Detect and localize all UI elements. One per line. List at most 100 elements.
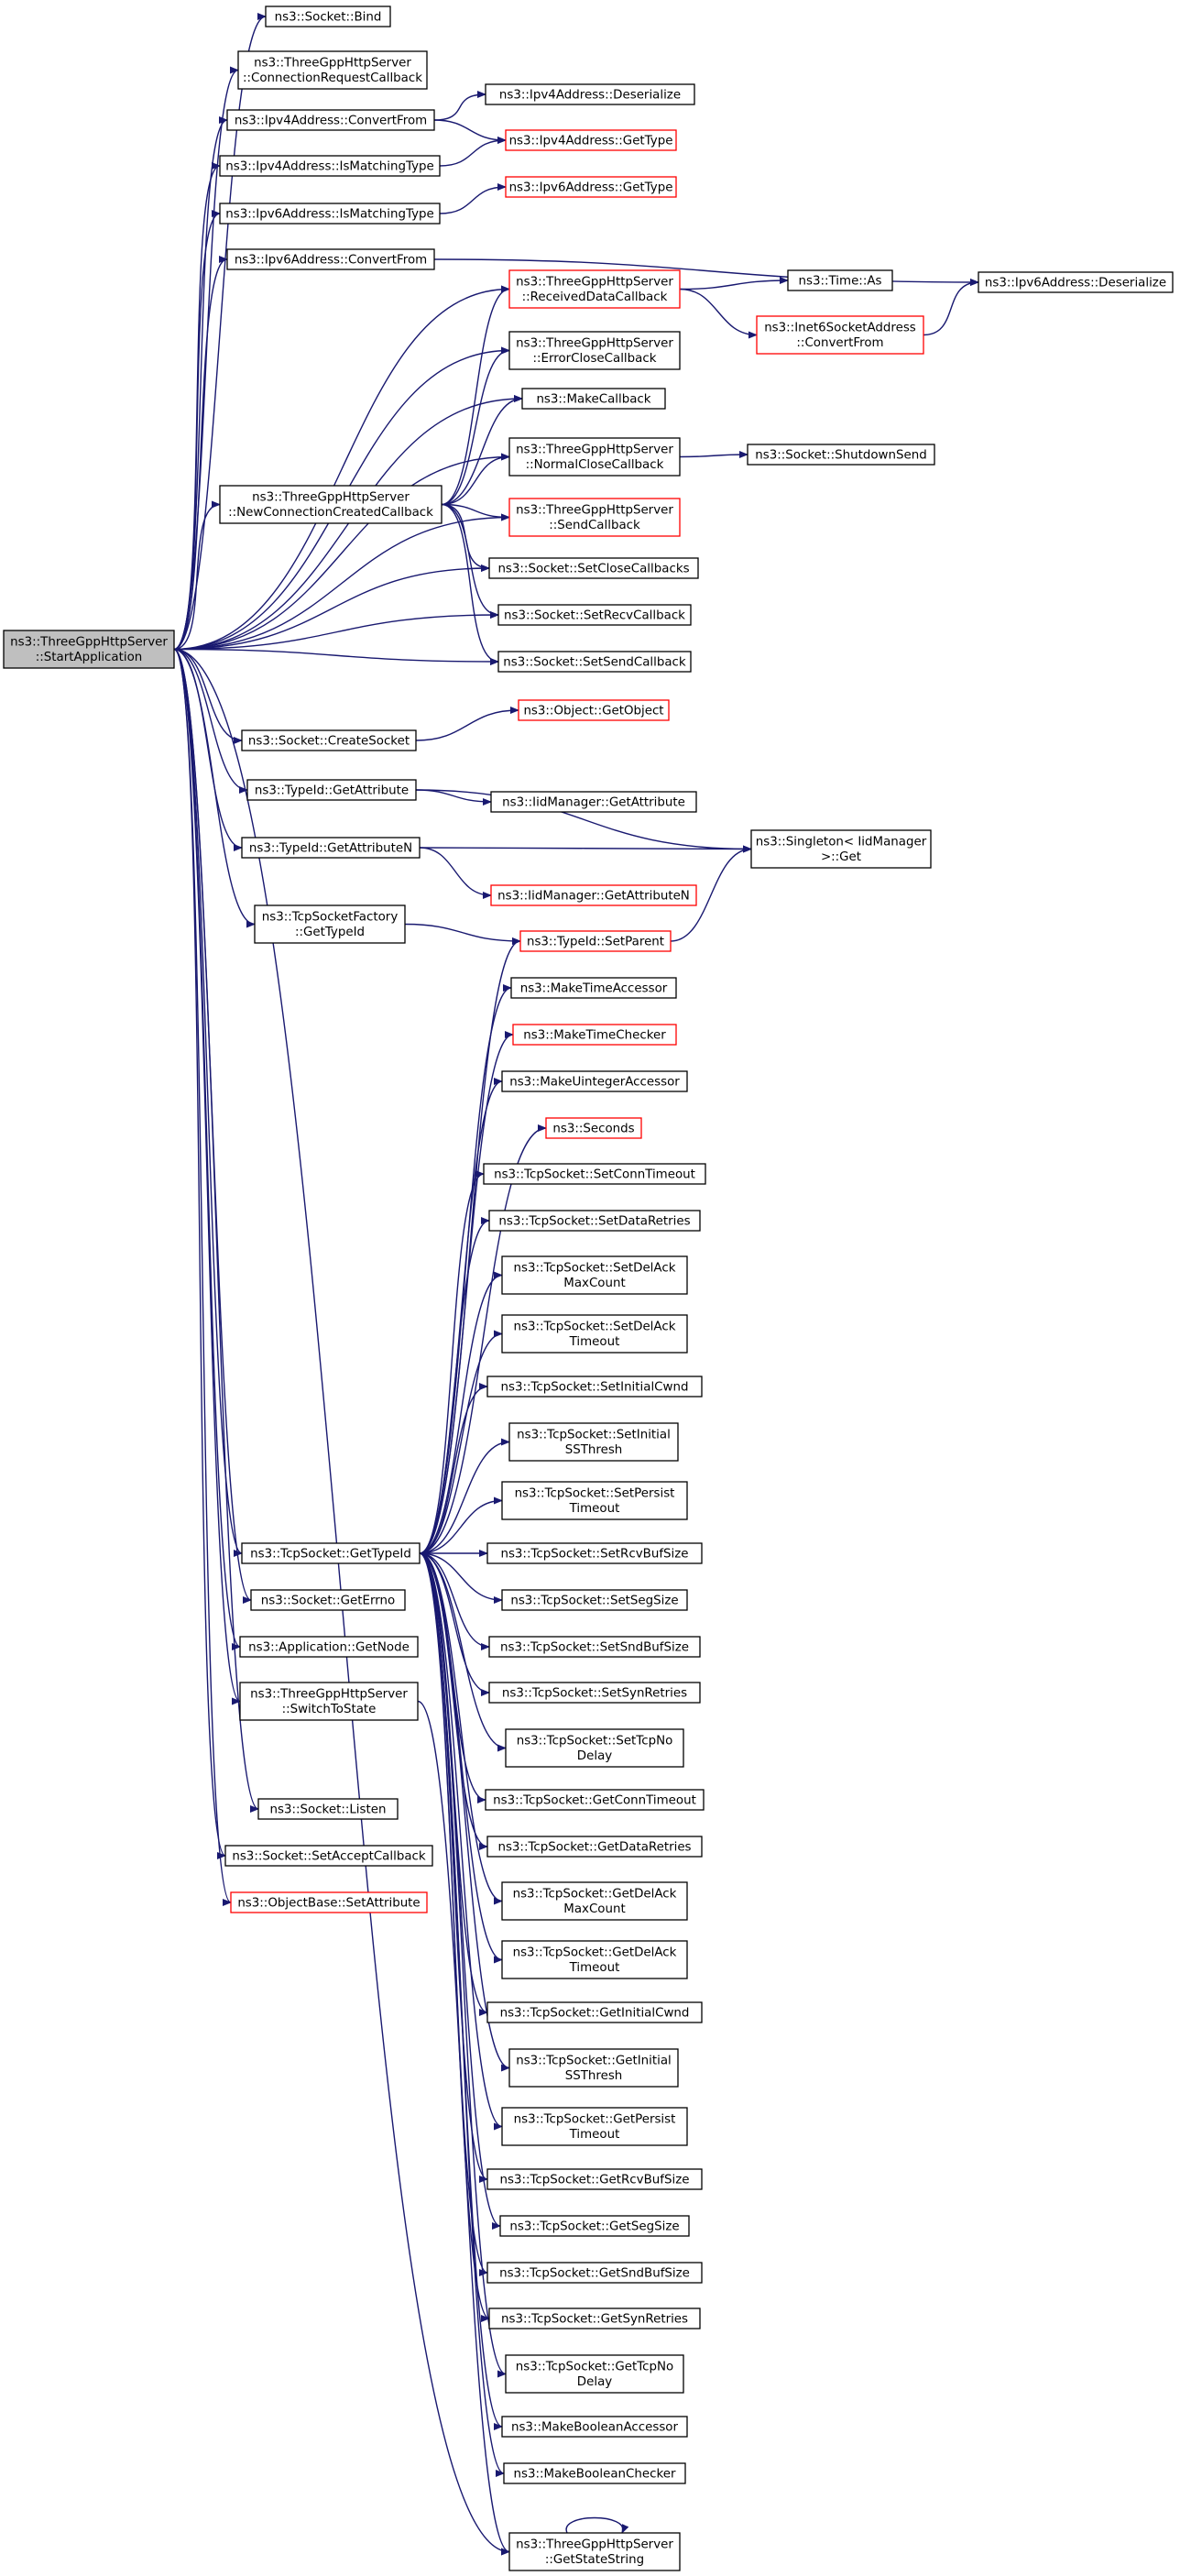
node-inet6_convert[interactable]: ns3::Inet6SocketAddress::ConvertFrom xyxy=(756,315,924,355)
node-set_data_retr[interactable]: ns3::TcpSocket::SetDataRetries xyxy=(488,1210,701,1232)
node-tcp_gettypeid[interactable]: ns3::TcpSocket::GetTypeId xyxy=(241,1542,421,1564)
node-label-ipv6_match-0: ns3::Ipv6Address::IsMatchingType xyxy=(225,207,434,221)
node-set_conn_to[interactable]: ns3::TcpSocket::SetConnTimeout xyxy=(483,1163,706,1185)
node-set_syn_retr[interactable]: ns3::TcpSocket::SetSynRetries xyxy=(488,1682,701,1704)
node-send_cb[interactable]: ns3::ThreeGppHttpServer::SendCallback xyxy=(508,498,681,537)
node-tcpsf_gettypeid[interactable]: ns3::TcpSocketFactory::GetTypeId xyxy=(254,904,406,944)
node-new_conn_cb[interactable]: ns3::ThreeGppHttpServer::NewConnectionCr… xyxy=(219,485,442,524)
node-label-tcp_gettypeid-0: ns3::TcpSocket::GetTypeId xyxy=(250,1547,411,1561)
node-set_init_cwnd[interactable]: ns3::TcpSocket::SetInitialCwnd xyxy=(486,1376,703,1398)
node-label-new_conn_cb-0: ns3::ThreeGppHttpServer xyxy=(252,491,410,505)
node-ipv6_gettype[interactable]: ns3::Ipv6Address::GetType xyxy=(505,176,677,198)
node-singleton_get[interactable]: ns3::Singleton< IidManager >::Get xyxy=(750,829,932,869)
node-iidm_getattrn[interactable]: ns3::IidManager::GetAttributeN xyxy=(490,884,697,906)
node-get_object[interactable]: ns3::Object::GetObject xyxy=(518,699,670,721)
node-box-sock_geterrno xyxy=(250,1589,406,1611)
node-make_cb[interactable]: ns3::MakeCallback xyxy=(521,388,666,410)
node-label-set_send_cb-0: ns3::Socket::SetSendCallback xyxy=(503,655,686,669)
node-get_init_cwnd[interactable]: ns3::TcpSocket::GetInitialCwnd xyxy=(486,2001,703,2023)
node-get_data_retr[interactable]: ns3::TcpSocket::GetDataRetries xyxy=(486,1836,703,1858)
node-ob_setattr[interactable]: ns3::ObjectBase::SetAttribute xyxy=(230,1891,428,1913)
node-box-make_cb xyxy=(521,388,666,410)
node-make_time_chk[interactable]: ns3::MakeTimeChecker xyxy=(512,1024,677,1046)
node-get_segsize[interactable]: ns3::TcpSocket::GetSegSize xyxy=(499,2215,690,2237)
node-seconds[interactable]: ns3::Seconds xyxy=(545,1117,642,1139)
node-label-tcpsf_gettypeid-1: ::GetTypeId xyxy=(295,926,365,939)
node-shutdown_send[interactable]: ns3::Socket::ShutdownSend xyxy=(747,444,935,466)
node-sock_geterrno[interactable]: ns3::Socket::GetErrno xyxy=(250,1589,406,1611)
node-label-set_tcpnodelay-1: Delay xyxy=(577,1749,612,1763)
node-get_conn_to[interactable]: ns3::TcpSocket::GetConnTimeout xyxy=(485,1789,705,1811)
node-label-get_delack_max-0: ns3::TcpSocket::GetDelAck xyxy=(513,1888,677,1902)
node-ipv6_match[interactable]: ns3::Ipv6Address::IsMatchingType xyxy=(219,203,441,225)
node-box-start xyxy=(3,630,175,669)
node-box-ipv6_match xyxy=(219,203,441,225)
node-ipv4_deser[interactable]: ns3::Ipv4Address::Deserialize xyxy=(485,83,695,105)
node-typeid_getattrn[interactable]: ns3::TypeId::GetAttributeN xyxy=(241,837,421,859)
node-set_segsize[interactable]: ns3::TcpSocket::SetSegSize xyxy=(501,1589,688,1611)
node-set_close_cbs[interactable]: ns3::Socket::SetCloseCallbacks xyxy=(488,557,699,579)
node-sock_bind[interactable]: ns3::Socket::Bind xyxy=(265,5,391,27)
node-get_state_str[interactable]: ns3::ThreeGppHttpServer::GetStateString xyxy=(508,2532,681,2571)
node-typeid_setparent[interactable]: ns3::TypeId::SetParent xyxy=(519,930,672,952)
node-box-get_tcpnodelay xyxy=(505,2354,684,2394)
node-label-get_segsize-0: ns3::TcpSocket::GetSegSize xyxy=(509,2220,679,2233)
node-box-set_segsize xyxy=(501,1589,688,1611)
node-box-ipv4_match xyxy=(219,155,441,177)
node-set_recv_cb[interactable]: ns3::Socket::SetRecvCallback xyxy=(497,604,692,626)
node-app_getnode[interactable]: ns3::Application::GetNode xyxy=(239,1636,419,1658)
node-ipv4_gettype[interactable]: ns3::Ipv4Address::GetType xyxy=(505,129,677,151)
edge-tcp_gettypeid-to-set_delack_to xyxy=(419,1330,503,1554)
node-ipv4_match[interactable]: ns3::Ipv4Address::IsMatchingType xyxy=(219,155,441,177)
edge-tcp_gettypeid-to-set_conn_to xyxy=(419,1170,485,1554)
node-make_bool_chk[interactable]: ns3::MakeBooleanChecker xyxy=(503,2462,686,2484)
node-label-err_close_cb-0: ns3::ThreeGppHttpServer xyxy=(516,337,673,351)
node-box-make_uint_acc xyxy=(501,1070,688,1092)
node-err_close_cb[interactable]: ns3::ThreeGppHttpServer::ErrorCloseCallb… xyxy=(508,331,681,370)
node-start[interactable]: ns3::ThreeGppHttpServer::StartApplicatio… xyxy=(3,630,175,669)
node-label-get_init_ss-0: ns3::TcpSocket::GetInitial xyxy=(516,2055,672,2068)
node-time_as[interactable]: ns3::Time::As xyxy=(787,269,893,291)
node-make_uint_acc[interactable]: ns3::MakeUintegerAccessor xyxy=(501,1070,688,1092)
node-norm_close_cb[interactable]: ns3::ThreeGppHttpServer::NormalCloseCall… xyxy=(508,437,681,477)
node-make_bool_acc[interactable]: ns3::MakeBooleanAccessor xyxy=(501,2416,688,2438)
node-label-get_delack_max-1: MaxCount xyxy=(563,1902,625,1916)
edge-start-to-set_send_cb xyxy=(173,648,499,665)
node-switch_state[interactable]: ns3::ThreeGppHttpServer::SwitchToState xyxy=(239,1682,419,1721)
node-iidm_getattr[interactable]: ns3::IidManager::GetAttribute xyxy=(490,791,697,813)
node-ipv6_deser[interactable]: ns3::Ipv6Address::Deserialize xyxy=(978,271,1174,293)
node-set_sndbuf[interactable]: ns3::TcpSocket::SetSndBufSize xyxy=(488,1636,701,1658)
node-set_send_cb[interactable]: ns3::Socket::SetSendCallback xyxy=(497,651,692,673)
node-typeid_getattr[interactable]: ns3::TypeId::GetAttribute xyxy=(246,779,417,801)
node-sock_listen[interactable]: ns3::Socket::Listen xyxy=(257,1798,399,1820)
node-set_accept_cb[interactable]: ns3::Socket::SetAcceptCallback xyxy=(224,1845,433,1867)
node-get_sndbuf[interactable]: ns3::TcpSocket::GetSndBufSize xyxy=(486,2262,703,2284)
edge-tcp_gettypeid-to-get_segsize xyxy=(419,1552,501,2230)
node-ipv4_convert[interactable]: ns3::Ipv4Address::ConvertFrom xyxy=(226,109,435,131)
node-get_syn_retr[interactable]: ns3::TcpSocket::GetSynRetries xyxy=(488,2307,701,2329)
node-label-switch_state-1: ::SwitchToState xyxy=(282,1703,377,1716)
node-conn_req_cb[interactable]: ns3::ThreeGppHttpServer::ConnectionReque… xyxy=(237,50,428,90)
node-make_time_acc[interactable]: ns3::MakeTimeAccessor xyxy=(510,977,677,999)
node-ipv6_convert[interactable]: ns3::Ipv6Address::ConvertFrom xyxy=(226,248,435,270)
node-recv_cb[interactable]: ns3::ThreeGppHttpServer::ReceivedDataCal… xyxy=(508,269,681,309)
node-set_rcvbuf[interactable]: ns3::TcpSocket::SetRcvBufSize xyxy=(486,1542,703,1564)
node-create_socket[interactable]: ns3::Socket::CreateSocket xyxy=(241,729,417,751)
node-box-get_rcvbuf xyxy=(486,2168,703,2190)
edge-tcp_gettypeid-to-make_time_chk xyxy=(419,1031,514,1554)
node-label-make_time_acc-0: ns3::MakeTimeAccessor xyxy=(520,981,668,995)
edge-start-to-create_socket xyxy=(173,648,243,744)
node-label-get_conn_to-0: ns3::TcpSocket::GetConnTimeout xyxy=(493,1793,696,1807)
node-get_rcvbuf[interactable]: ns3::TcpSocket::GetRcvBufSize xyxy=(486,2168,703,2190)
node-box-switch_state xyxy=(239,1682,419,1721)
